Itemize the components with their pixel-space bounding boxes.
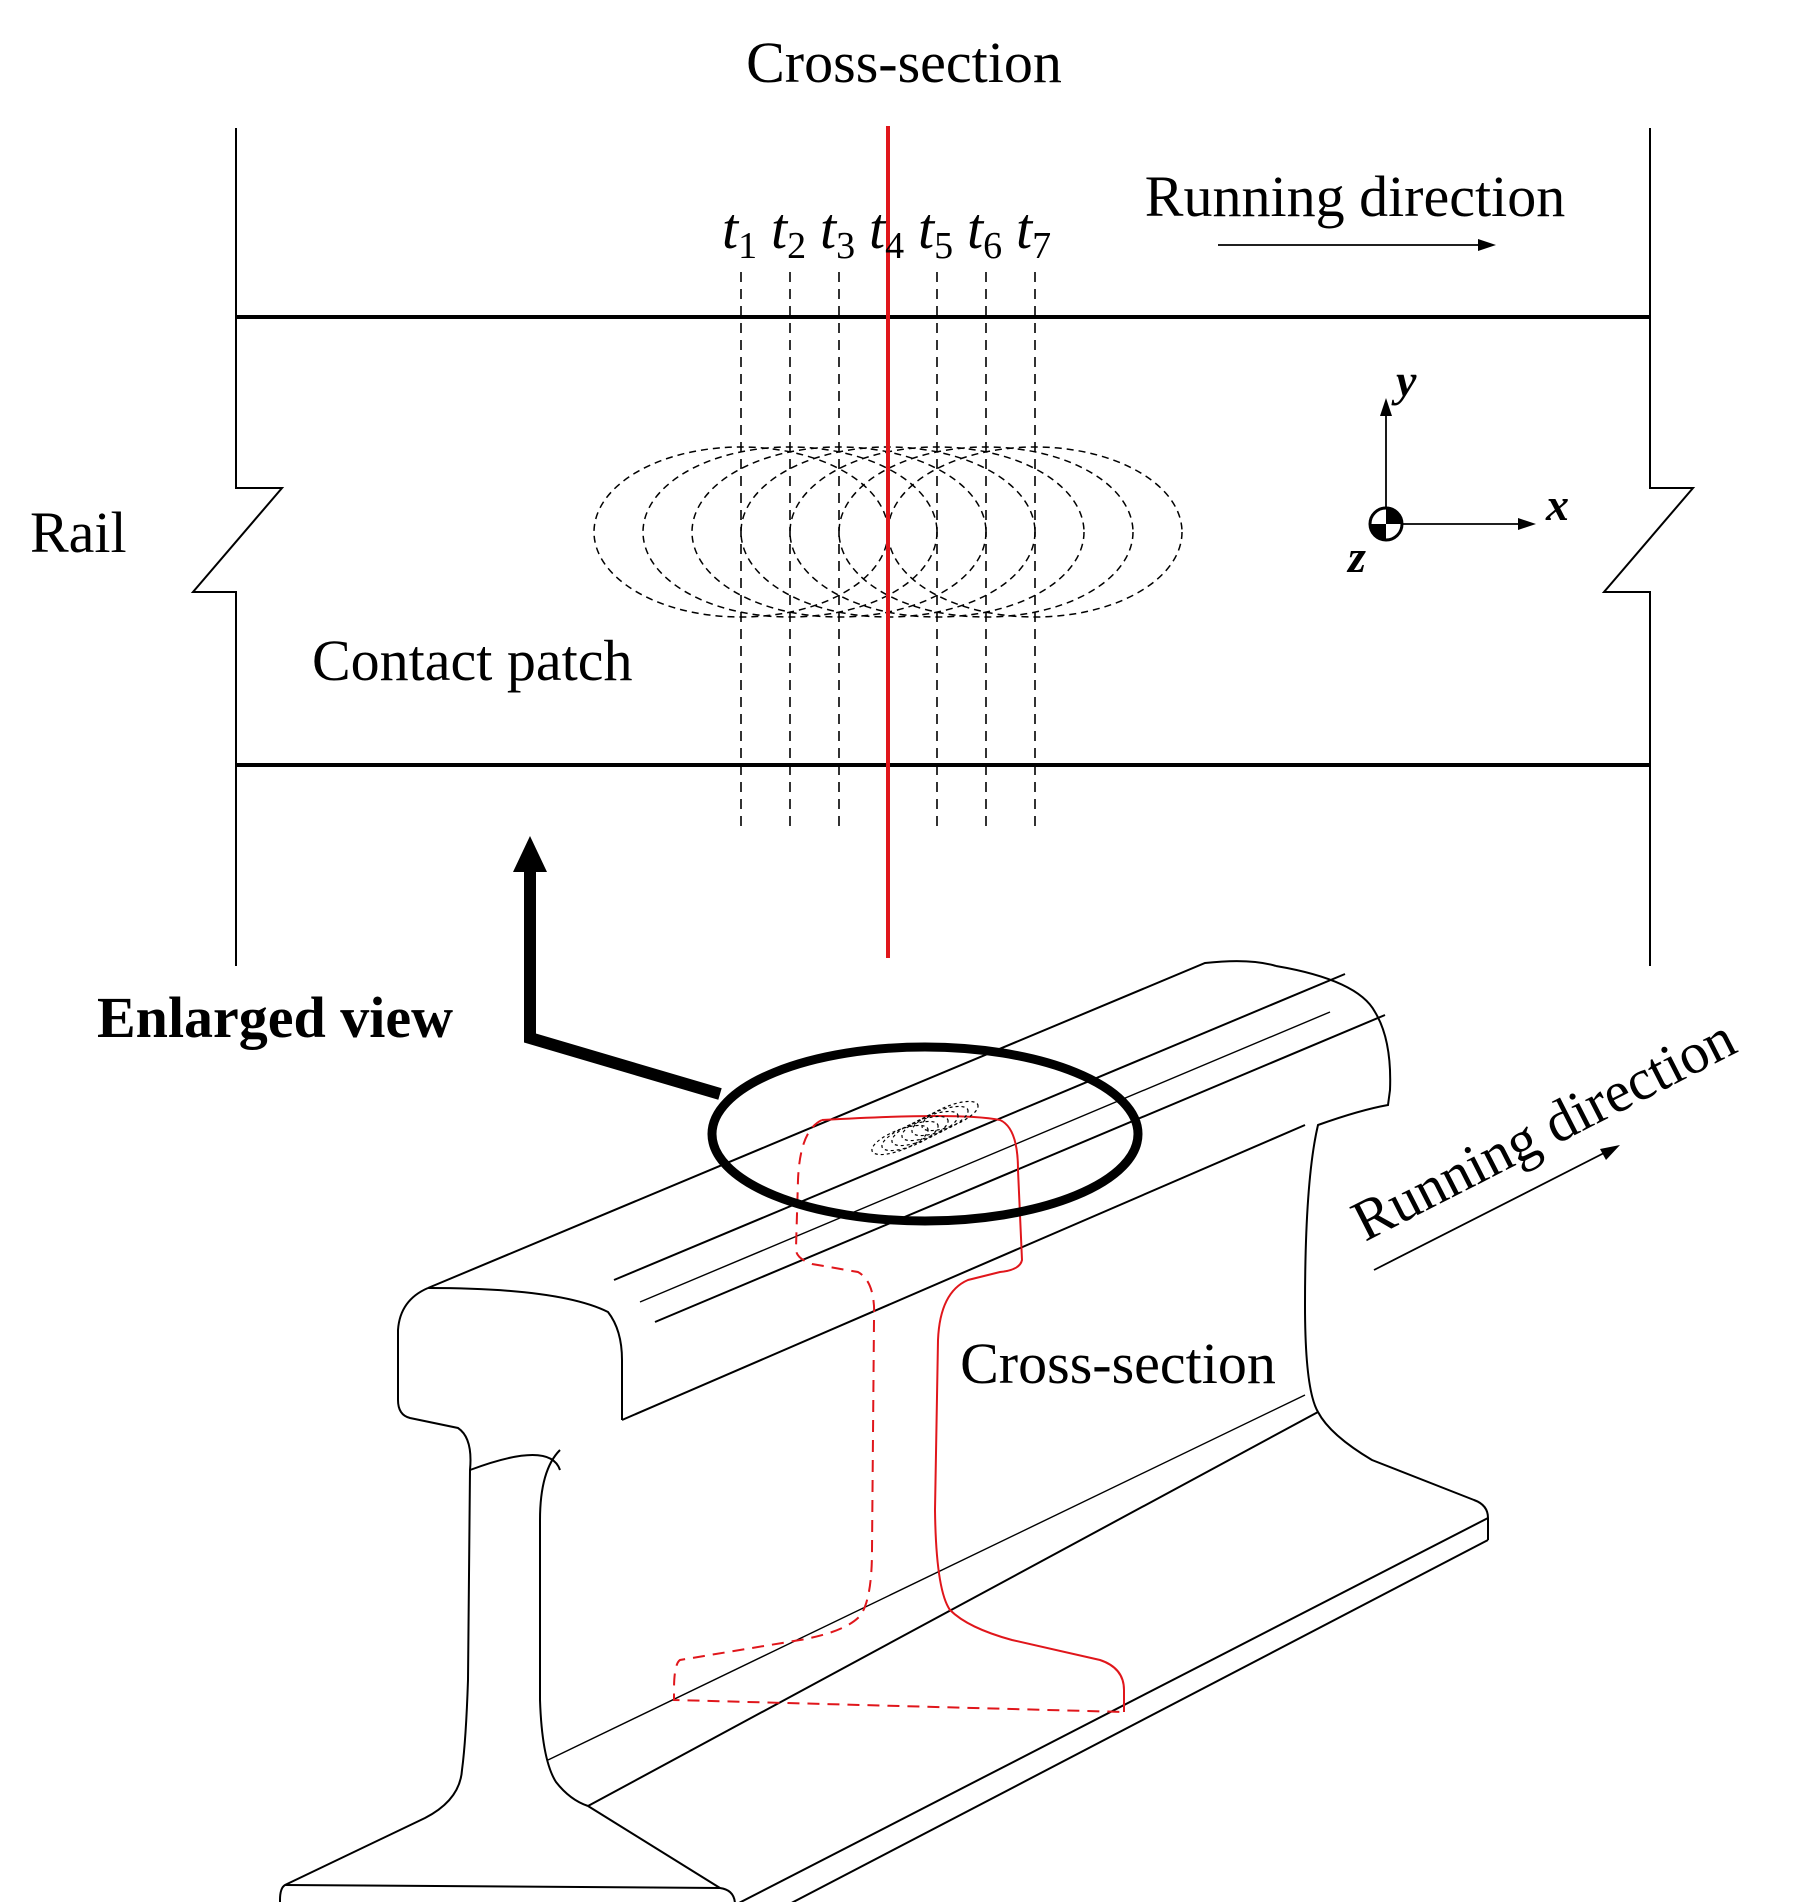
running-direction-label-3d: Running direction <box>1341 1005 1745 1254</box>
right-break-line <box>1601 128 1696 966</box>
contact-patch-3d <box>871 1100 979 1156</box>
cross-section-solid <box>821 1115 1125 1712</box>
enlarged-view-arrowhead <box>513 836 547 872</box>
y-axis-arrowhead <box>1380 398 1392 416</box>
rail-head-top-back <box>427 960 1277 1289</box>
time-label: t2 <box>771 196 806 267</box>
time-label: t6 <box>967 196 1002 267</box>
y-axis-label: y <box>1391 355 1417 406</box>
enlarged-view-pointer <box>513 836 722 1100</box>
running-direction-label-top: Running direction <box>1145 164 1565 229</box>
coordinate-axes: y x z <box>1346 355 1569 582</box>
time-label: t4 <box>869 196 904 267</box>
x-axis-arrowhead <box>1518 518 1536 530</box>
cross-section-title: Cross-section <box>746 30 1062 95</box>
time-label: t7 <box>1016 196 1051 267</box>
rail-3d <box>279 960 1489 1902</box>
cross-section-dashed <box>673 1119 1125 1713</box>
left-break-line <box>190 128 285 966</box>
cross-section-label-3d: Cross-section <box>960 1331 1276 1396</box>
time-label: t5 <box>918 196 953 267</box>
time-lines <box>740 272 1036 828</box>
rail-head-front-face <box>279 1287 472 1901</box>
x-axis-label: x <box>1545 479 1569 530</box>
time-label: t3 <box>820 196 855 267</box>
time-labels: t1 t2 t3 t4 t5 t6 t7 <box>722 196 1051 267</box>
running-direction-arrow-3d <box>1373 1145 1620 1271</box>
rail-label: Rail <box>30 500 127 565</box>
enlarged-view-ellipse <box>707 1042 1143 1226</box>
enlarged-view-label: Enlarged view <box>97 985 453 1050</box>
contact-patch-label: Contact patch <box>312 628 633 693</box>
z-axis-label: z <box>1346 531 1366 582</box>
cross-section-profile-3d <box>673 1115 1125 1713</box>
running-direction-arrow-top <box>1218 239 1496 251</box>
time-label: t1 <box>722 196 757 267</box>
